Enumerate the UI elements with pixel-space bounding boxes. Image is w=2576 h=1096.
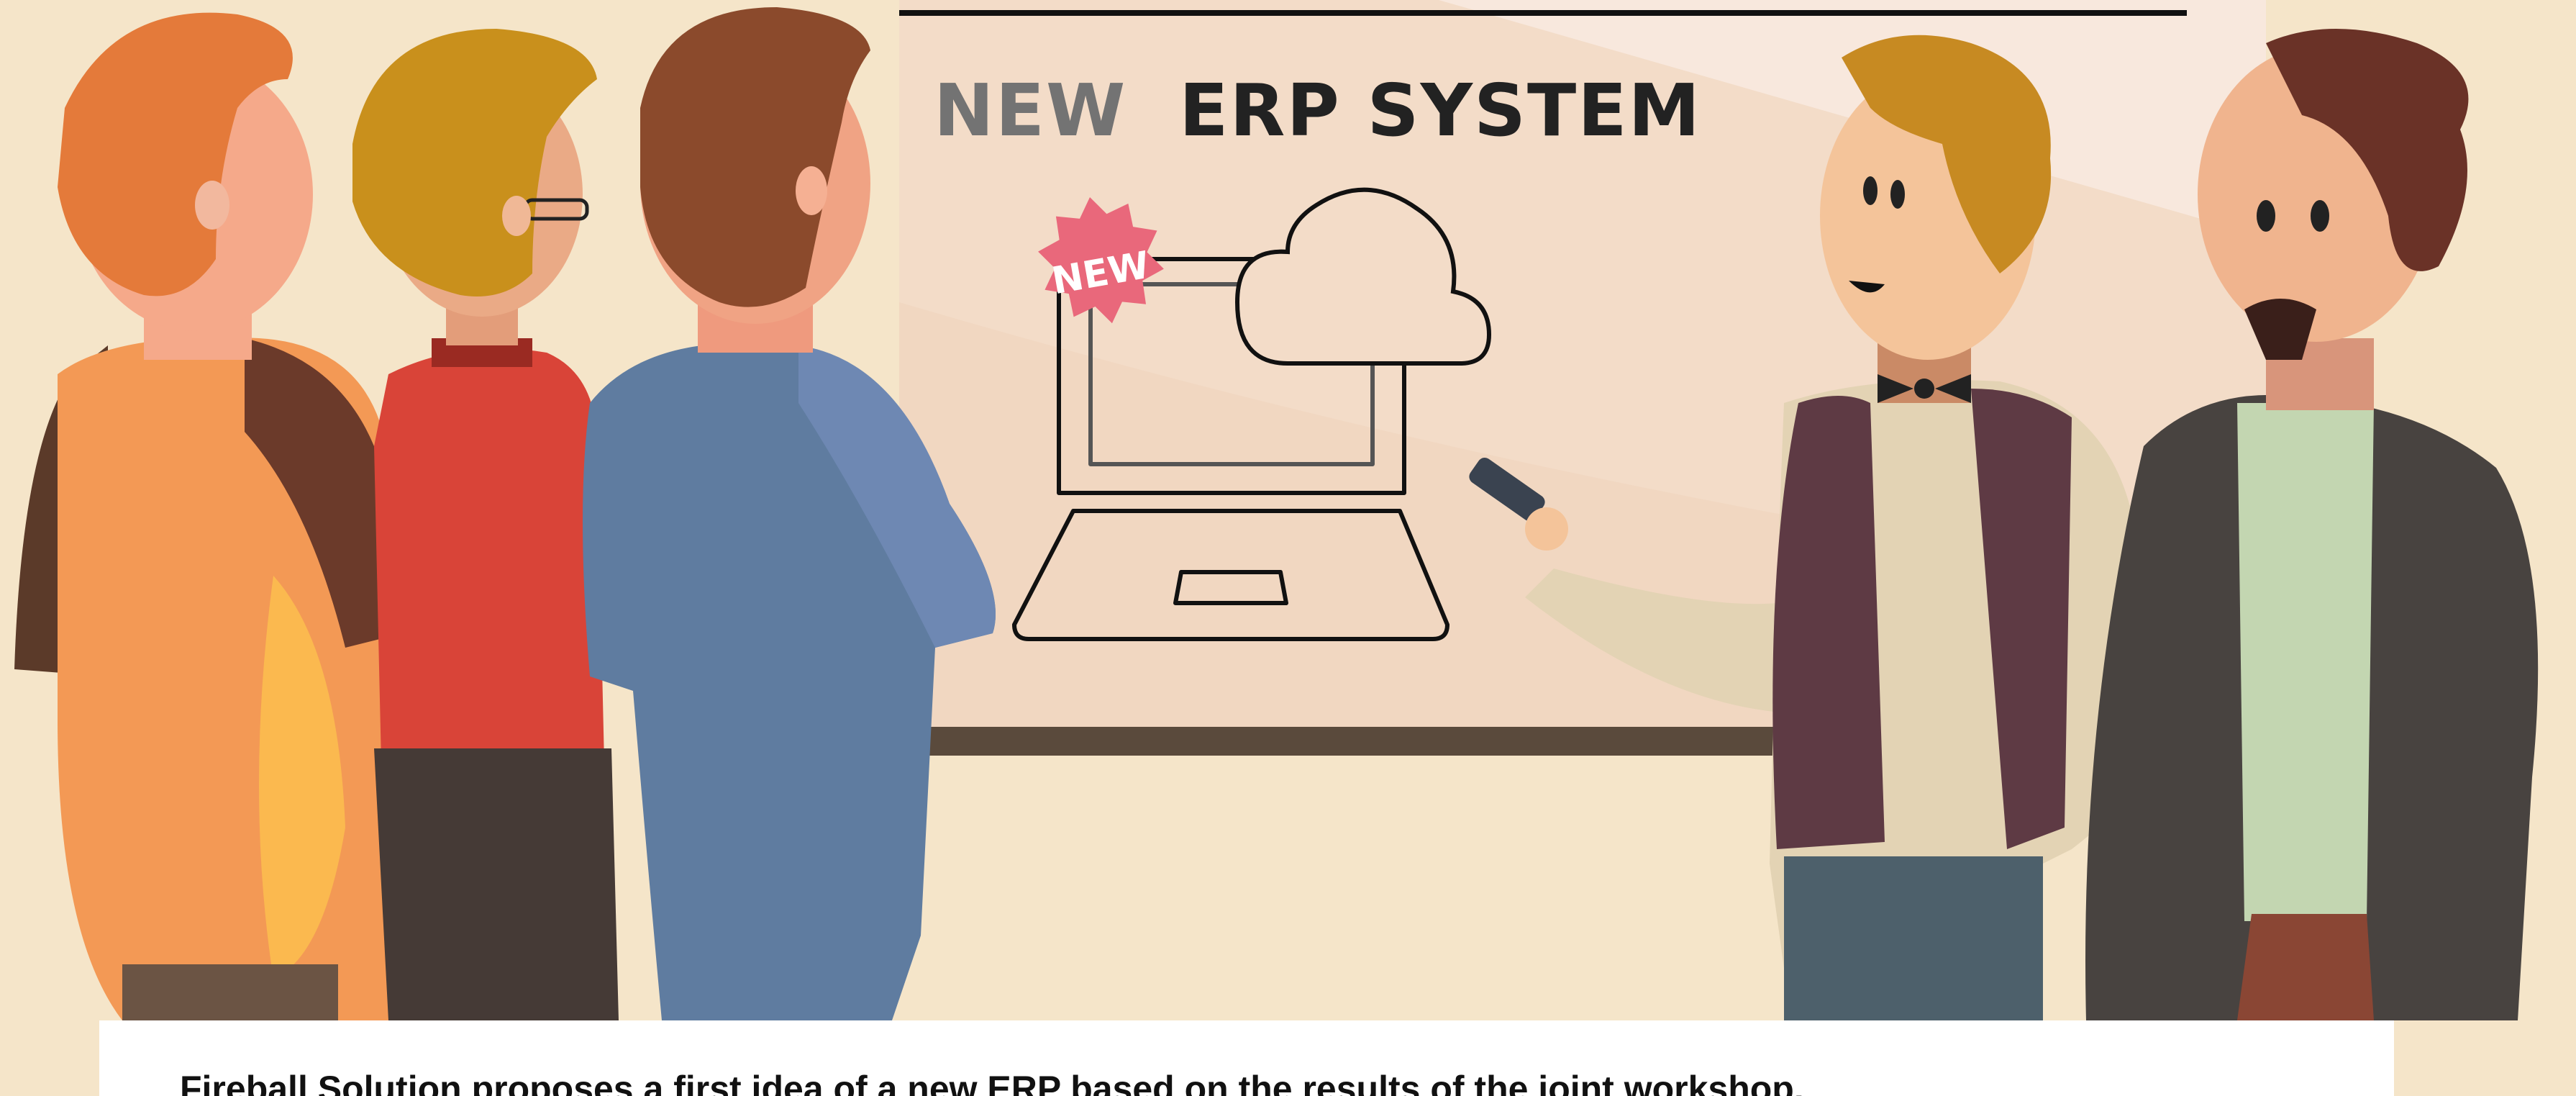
person-red-top: [352, 29, 619, 1020]
remote-control: [1469, 457, 1545, 522]
slide-title: NEW ERP SYSTEM: [934, 68, 1701, 153]
person-orange-vest: [14, 12, 403, 1020]
slide-title-rest: ERP SYSTEM: [1179, 68, 1701, 153]
laptop-icon: [1012, 257, 1449, 641]
slide-title-prefix: NEW: [934, 68, 1127, 153]
board-top-line: [899, 10, 2187, 16]
person-right-blazer: [2085, 29, 2539, 1020]
cloud-icon: [1234, 187, 1492, 366]
caption-panel: Fireball Solution proposes a first idea …: [99, 1020, 2394, 1096]
caption-text: Fireball Solution proposes a first idea …: [180, 1069, 1804, 1096]
person-presenter: [1469, 35, 2201, 1020]
new-badge-icon: NEW: [1038, 196, 1164, 324]
person-blue-shirt: [583, 7, 996, 1020]
